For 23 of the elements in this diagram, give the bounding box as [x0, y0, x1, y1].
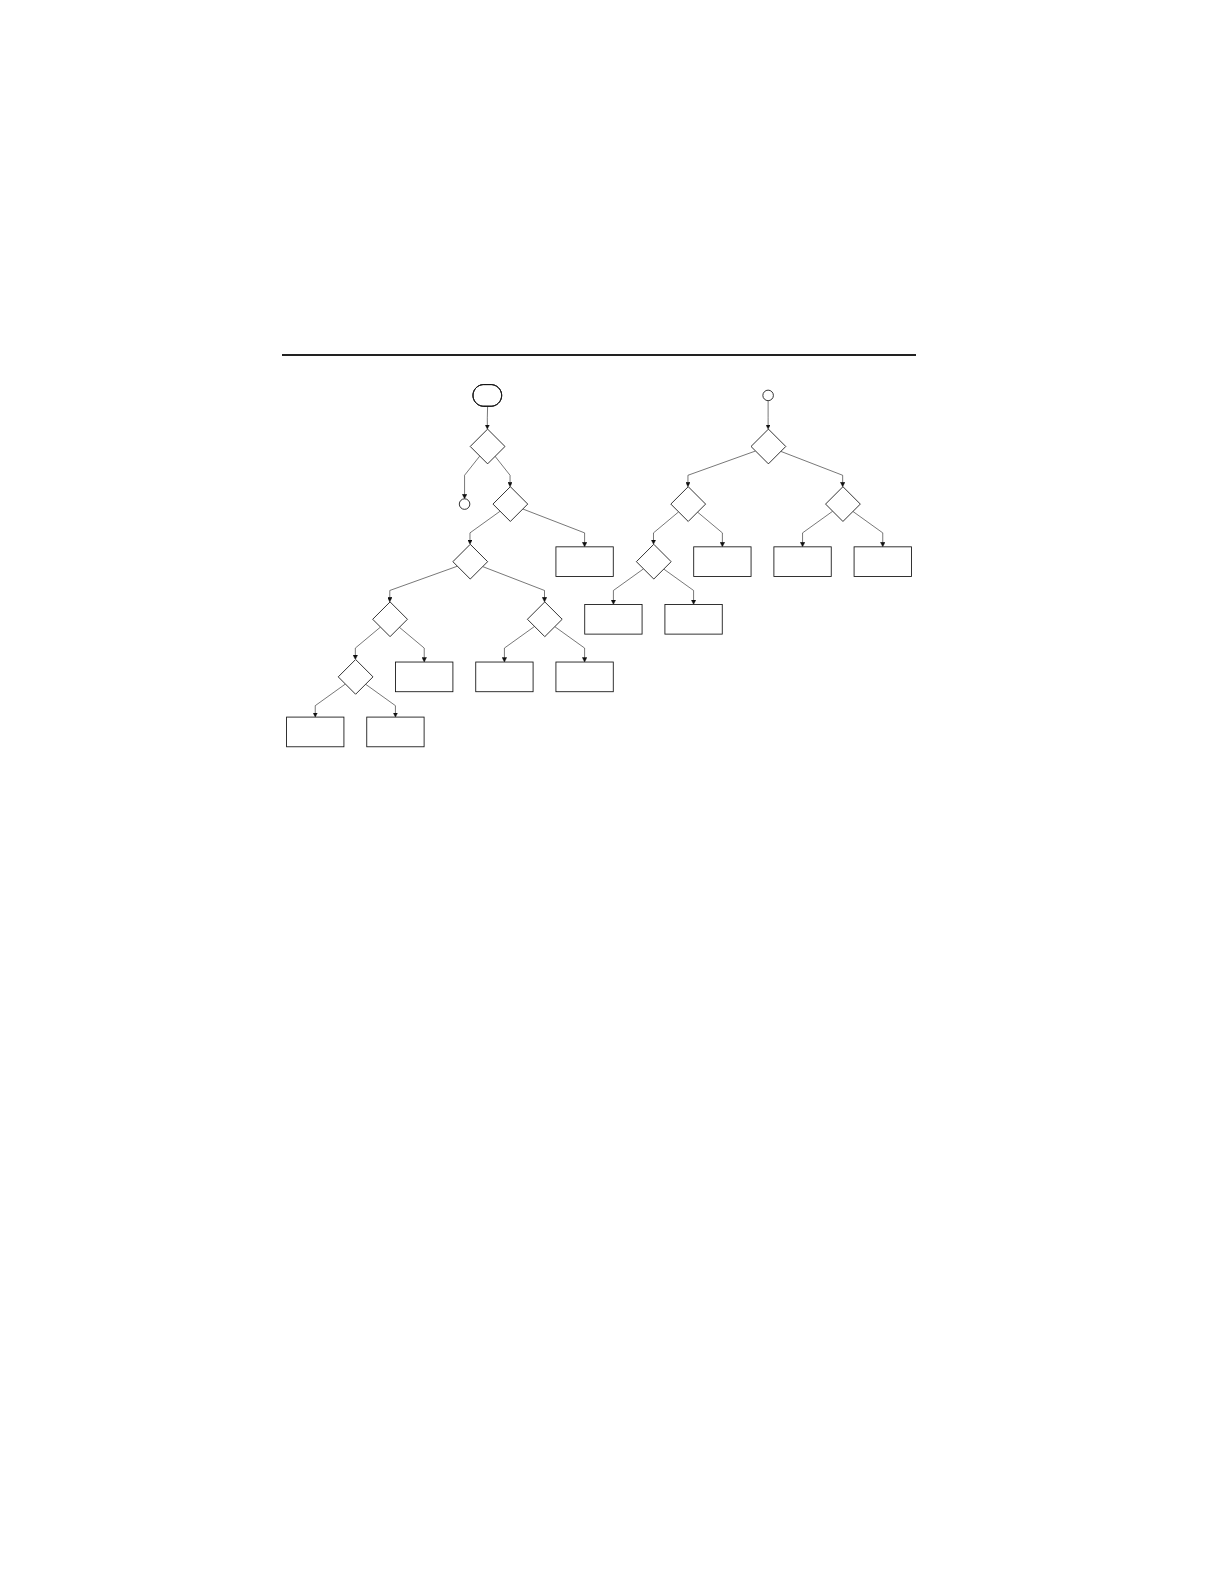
node-box — [853, 546, 912, 577]
node-diamond — [469, 428, 506, 465]
node-diamond — [527, 601, 563, 638]
node-diamond — [635, 543, 672, 580]
node-box — [584, 604, 643, 635]
node-box — [366, 716, 425, 748]
node-circle — [762, 389, 774, 402]
node-box — [773, 546, 832, 577]
node-box — [286, 716, 345, 748]
node-diamond — [825, 486, 861, 522]
node-box — [693, 546, 752, 577]
node-diamond — [670, 486, 707, 522]
node-box — [555, 661, 614, 693]
node-diamond — [452, 543, 489, 580]
node-diamond — [750, 428, 787, 465]
node-box — [664, 604, 723, 635]
node-box — [475, 661, 534, 693]
node-box — [555, 546, 614, 577]
node-box — [395, 661, 454, 693]
node-diamond — [372, 601, 408, 638]
node-diamond — [337, 659, 374, 695]
node-circle — [458, 498, 471, 510]
node-diamond — [492, 486, 529, 522]
